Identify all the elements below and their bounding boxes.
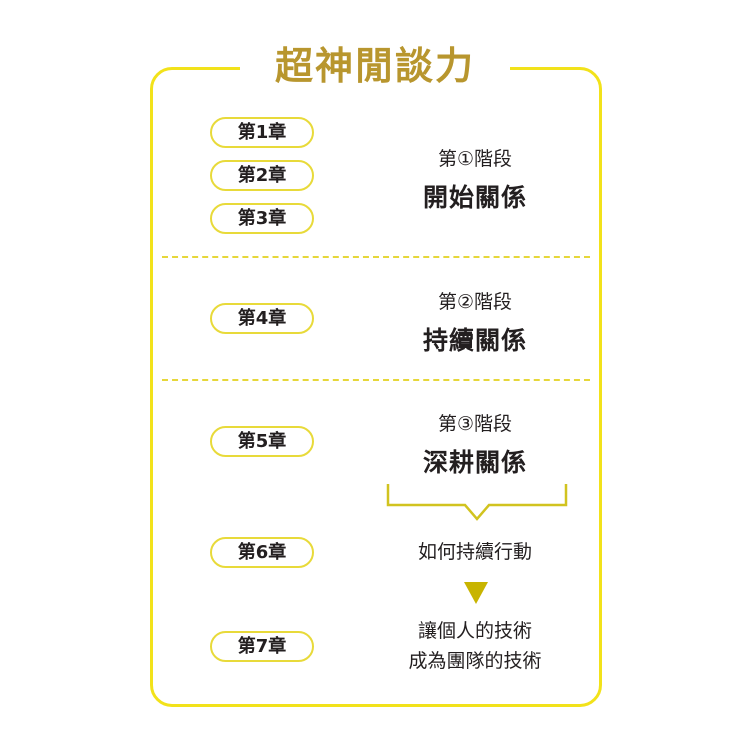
detail-text-action: 如何持續行動	[417, 541, 532, 563]
section-divider	[162, 379, 590, 381]
down-arrow-icon	[464, 582, 488, 604]
chapter-7-pill: 第7章	[210, 631, 314, 662]
chapter-3-pill: 第3章	[210, 203, 314, 234]
stage-2-label: 第②階段	[437, 291, 513, 313]
detail-text-individual: 讓個人的技術	[417, 620, 532, 642]
detail-text-team: 成為團隊的技術	[408, 650, 542, 672]
diagram-title: 超神閒談力	[240, 38, 510, 94]
stage-2-title: 持續關係	[422, 326, 527, 355]
chapter-2-pill: 第2章	[210, 160, 314, 191]
section-divider	[162, 256, 590, 258]
chapter-6-pill: 第6章	[210, 537, 314, 568]
stage-3-label: 第③階段	[437, 413, 513, 435]
chapter-1-pill: 第1章	[210, 117, 314, 148]
chapter-5-pill: 第5章	[210, 426, 314, 457]
stage-3-title: 深耕關係	[422, 448, 527, 477]
chapter-4-pill: 第4章	[210, 303, 314, 334]
stage-1-label: 第①階段	[437, 148, 513, 170]
stage-1-title: 開始關係	[422, 183, 527, 212]
stage-3-bracket	[386, 484, 568, 521]
